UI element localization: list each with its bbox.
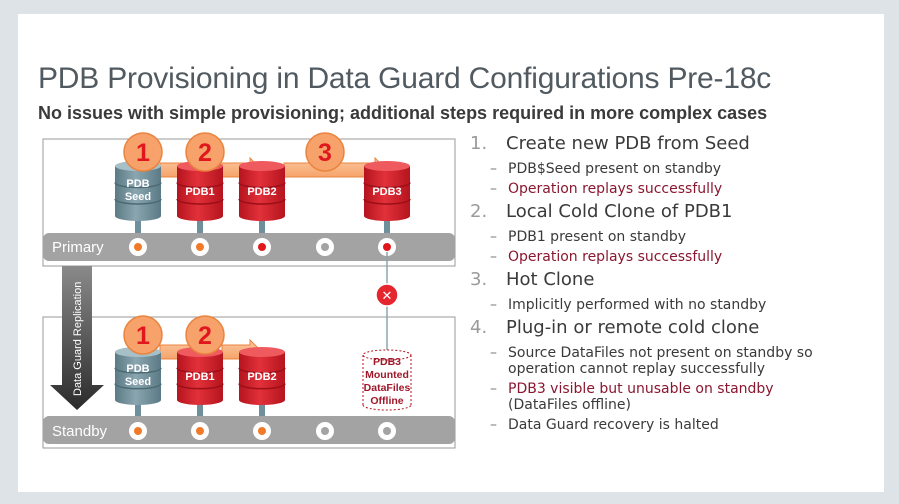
database-label: PDB	[126, 363, 149, 375]
placeholder-line-2: Mounted	[365, 369, 409, 381]
step-4: 4.Plug-in or remote cold clone –Source D…	[470, 317, 880, 433]
database-label: PDB	[126, 178, 149, 190]
step-3: 3.Hot Clone –Implicitly performed with n…	[470, 269, 767, 313]
database-stem	[384, 215, 390, 234]
steps-list: 1.Create new PDB from Seed –PDB$Seed pre…	[470, 130, 880, 437]
node-dot	[316, 238, 334, 256]
step-detail: PDB$Seed present on standby	[508, 161, 722, 177]
database-label-2: Seed	[125, 376, 151, 388]
standby-bar	[43, 416, 455, 444]
slide-subtitle: No issues with simple provisioning; addi…	[38, 103, 768, 123]
step-detail-highlight: PDB3 visible but unusable on standby(Dat…	[508, 381, 774, 413]
step-detail: Implicitly performed with no standby	[508, 297, 767, 313]
database-label: PDB2	[247, 186, 276, 198]
replication-label: Data Guard Replication	[72, 282, 84, 396]
step-title: Local Cold Clone of PDB1	[506, 201, 733, 222]
database-label: PDB2	[247, 371, 276, 383]
step-number: 4.	[470, 317, 488, 338]
node-dot	[191, 238, 209, 256]
slide-title: PDB Provisioning in Data Guard Configura…	[38, 62, 772, 95]
step-title: Plug-in or remote cold clone	[506, 317, 760, 338]
step-number: 2.	[470, 201, 488, 222]
database-stem	[135, 398, 141, 417]
placeholder-line-3: DataFiles	[364, 382, 411, 394]
step-badge-number: 1	[136, 322, 150, 350]
step-title: Create new PDB from Seed	[506, 133, 750, 154]
step-number: 3.	[470, 269, 488, 290]
step-detail-highlight-text: PDB3 visible but unusable on standby	[508, 381, 774, 397]
database-stem	[197, 398, 203, 417]
node-dot	[129, 422, 147, 440]
database-label: PDB1	[185, 371, 214, 383]
database-stem	[135, 215, 141, 234]
node-dot	[378, 238, 396, 256]
node-dot	[316, 422, 334, 440]
step-badge: 1	[123, 315, 163, 355]
step-badge-number: 3	[318, 139, 332, 167]
placeholder-line-4: Offline	[370, 395, 403, 407]
primary-label: Primary	[52, 239, 104, 256]
step-badge-number: 2	[198, 322, 212, 350]
node-dot	[129, 238, 147, 256]
step-badge: 2	[185, 315, 225, 355]
step-number: 1.	[470, 133, 488, 154]
step-title: Hot Clone	[506, 269, 595, 290]
step-2: 2.Local Cold Clone of PDB1 –PDB1 present…	[470, 201, 733, 265]
step-detail-extra: (DataFiles offline)	[508, 397, 631, 413]
replication-arrow: Data Guard Replication	[50, 266, 104, 410]
step-detail: PDB1 present on standby	[508, 229, 687, 245]
error-marker: ✕	[375, 283, 399, 307]
placeholder-line-1: PDB3	[373, 356, 401, 368]
step-badge-number: 2	[198, 139, 212, 167]
database-label: PDB1	[185, 186, 214, 198]
step-detail-highlight: Operation replays successfully	[508, 181, 723, 197]
database-stem	[259, 398, 265, 417]
database-label-2: Seed	[125, 191, 151, 203]
database-stem	[197, 215, 203, 234]
node-dot	[378, 422, 396, 440]
database-label: PDB3	[372, 186, 401, 198]
step-1: 1.Create new PDB from Seed –PDB$Seed pre…	[470, 133, 750, 197]
step-badge-number: 1	[136, 139, 150, 167]
step-badge: 1	[123, 132, 163, 172]
database-icon: PDB3	[363, 161, 411, 221]
database-icon: PDB2	[238, 161, 286, 221]
step-detail: Data Guard recovery is halted	[508, 417, 719, 433]
step-badge: 3	[305, 132, 345, 172]
node-dot	[191, 422, 209, 440]
error-icon: ✕	[382, 289, 393, 304]
database-stem	[259, 215, 265, 234]
step-detail-highlight: Operation replays successfully	[508, 249, 723, 265]
node-dot	[253, 238, 271, 256]
pdb3-standby-placeholder: PDB3 Mounted DataFiles Offline	[362, 349, 412, 411]
database-icon: PDB1	[176, 347, 224, 405]
primary-bar	[43, 233, 455, 261]
standby-label: Standby	[52, 423, 108, 440]
step-badge: 2	[185, 132, 225, 172]
database-icon: PDB2	[238, 347, 286, 405]
node-dot	[253, 422, 271, 440]
step-detail: Source DataFiles not present on standby …	[508, 345, 813, 377]
